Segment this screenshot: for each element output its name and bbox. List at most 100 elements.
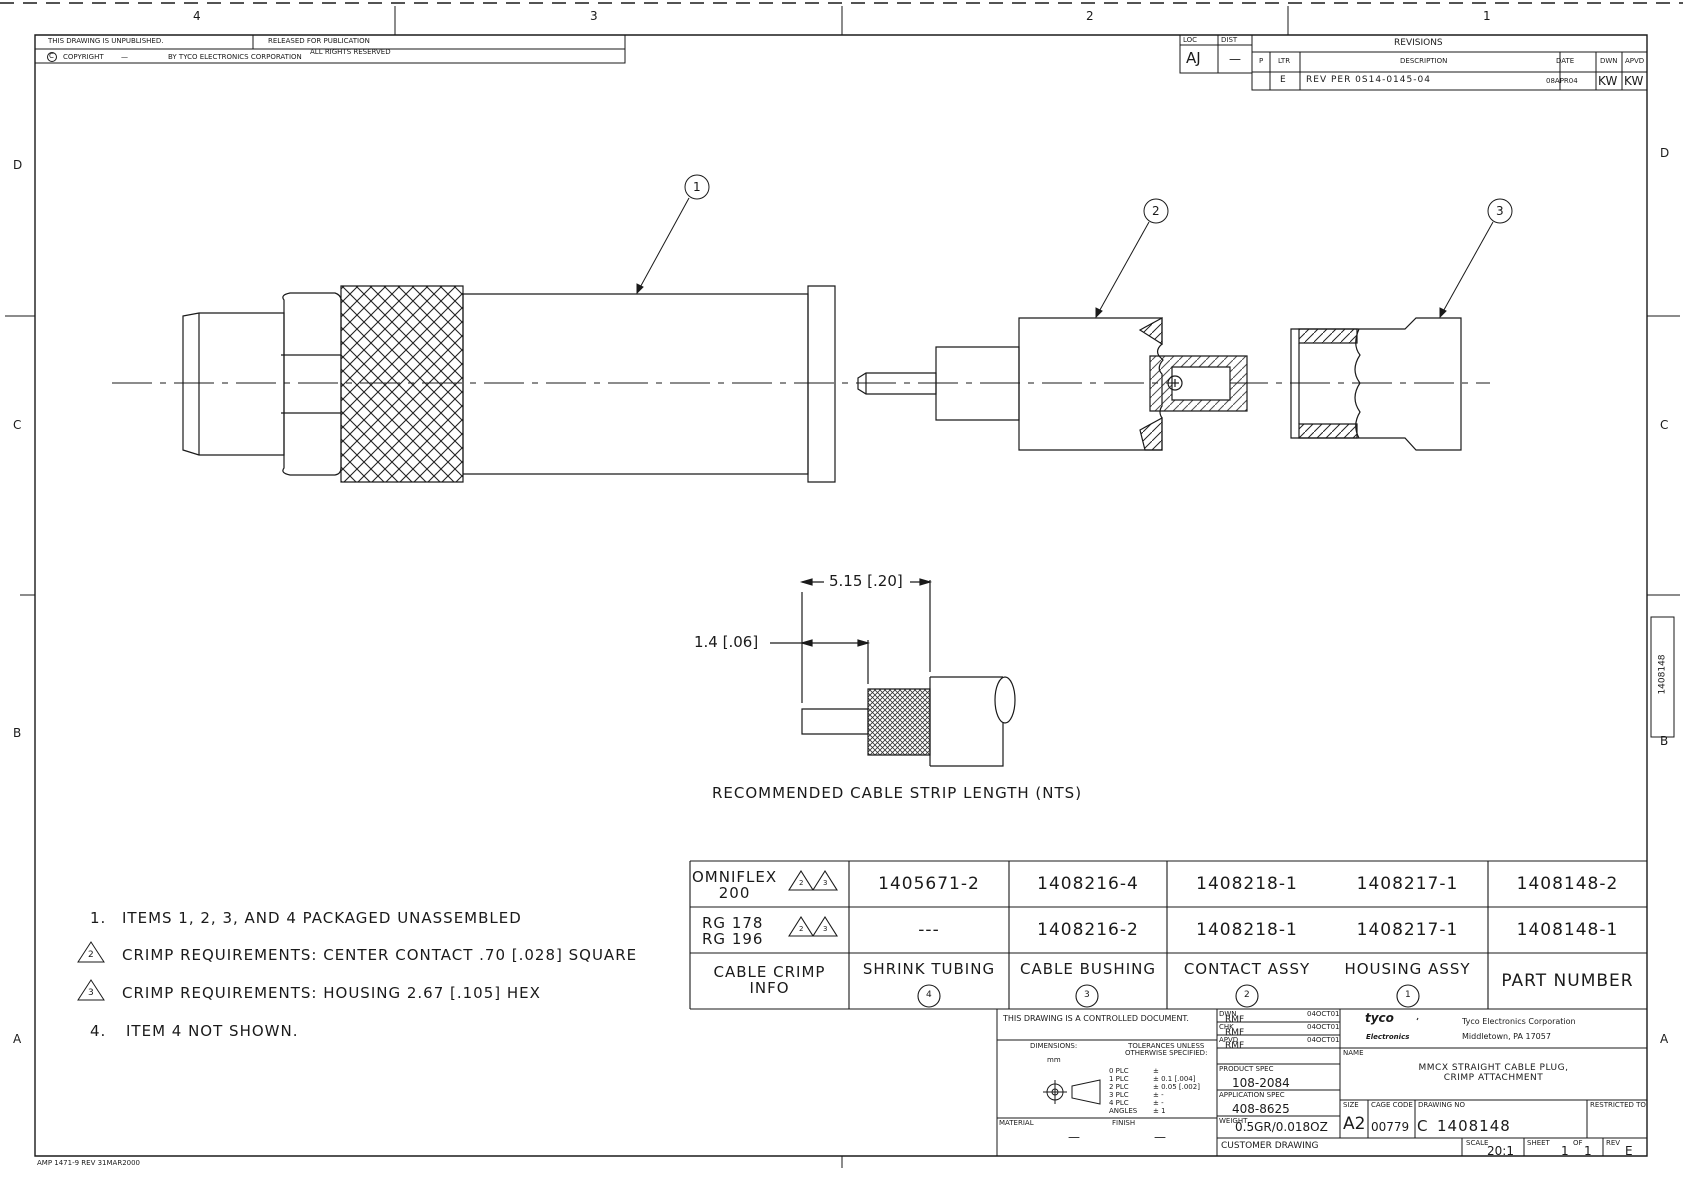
balloon-2: 2 (1152, 204, 1160, 218)
copyright-year: — (121, 53, 128, 61)
unpublished-note: THIS DRAWING IS UNPUBLISHED. (48, 37, 164, 45)
zone-a-right: A (1660, 1032, 1669, 1046)
row2-flag-2: 2 (799, 925, 804, 933)
item-1-plug-body (183, 286, 835, 482)
header-cable-bushing: CABLE BUSHING (1020, 959, 1156, 978)
row1-cable: OMNIFLEX 200 (692, 867, 778, 902)
strip-caption: RECOMMENDED CABLE STRIP LENGTH (NTS) (712, 784, 1083, 802)
rev-header-p: P (1259, 57, 1264, 65)
header-balloon-3: 3 (1084, 990, 1090, 1000)
weight-label: WEIGHT (1219, 1117, 1248, 1125)
sheet-value: 1 (1561, 1144, 1569, 1158)
copyright-owner: BY TYCO ELECTRONICS CORPORATION (168, 53, 302, 61)
header-balloon-1: 1 (1405, 990, 1411, 1000)
row2-flag-3: 3 (823, 925, 828, 933)
note-4-number: 4. (90, 1022, 107, 1040)
controlled-document: THIS DRAWING IS A CONTROLLED DOCUMENT. (1003, 1014, 1189, 1023)
rev-header-desc: DESCRIPTION (1400, 57, 1448, 65)
size-label: SIZE (1343, 1101, 1359, 1109)
revisions-frame (1252, 35, 1647, 90)
rev-row-dwn: KW (1598, 74, 1618, 88)
form-footer: AMP 1471-9 REV 31MAR2000 (37, 1159, 141, 1167)
row1-bushing: 1408216-4 (1037, 873, 1139, 894)
dist-label: DIST (1221, 36, 1238, 44)
header-balloon-2: 2 (1244, 990, 1250, 1000)
weight-value: 0.5GR/0.018OZ (1235, 1120, 1328, 1134)
loc-label: LOC (1183, 36, 1198, 44)
rev-label: REV (1606, 1139, 1621, 1147)
sheet-label: SHEET (1527, 1139, 1550, 1147)
application-spec-label: APPLICATION SPEC (1219, 1091, 1285, 1099)
name-label: NAME (1343, 1049, 1364, 1057)
application-spec: 408-8625 (1232, 1102, 1290, 1116)
balloon-1-shape (685, 175, 709, 199)
copyright-symbol: C (49, 52, 54, 60)
company-name: Tyco Electronics Corporation (1462, 1017, 1576, 1026)
chk-name: RMF (1225, 1028, 1245, 1038)
cage-code: 00779 (1371, 1120, 1410, 1134)
released-label: RELEASED FOR PUBLICATION (268, 37, 370, 45)
dist-value: — (1229, 52, 1241, 66)
apvd-date: 04OCT01 (1307, 1036, 1340, 1044)
note-2-text: CRIMP REQUIREMENTS: CENTER CONTACT .70 [… (122, 946, 638, 964)
row1-housing: 1408217-1 (1356, 873, 1459, 894)
scale-value: 20:1 (1487, 1144, 1514, 1158)
header-shrink-tubing: SHRINK TUBING (862, 959, 996, 978)
revisions-title: REVISIONS (1394, 38, 1443, 48)
customer-drawing: CUSTOMER DRAWING (1221, 1141, 1319, 1151)
strip-dimension-overall: 5.15 [.20] (829, 572, 903, 590)
note-4-text: ITEM 4 NOT SHOWN. (126, 1022, 299, 1040)
product-spec: 108-2084 (1232, 1076, 1290, 1090)
tyco-logo-sub: Electronics (1366, 1033, 1410, 1041)
strip-dimension-center: 1.4 [.06] (694, 633, 759, 651)
header-contact-assy: CONTACT ASSY (1183, 959, 1311, 978)
zone-b-left: B (13, 726, 22, 740)
rev-header-ltr: LTR (1278, 57, 1291, 65)
row1-flag-3: 3 (823, 879, 828, 887)
scale-label: SCALE (1466, 1139, 1489, 1147)
row1-shrink: 1405671-2 (878, 873, 980, 894)
header-housing-assy: HOUSING ASSY (1344, 959, 1471, 978)
zone-d-right: D (1660, 146, 1670, 160)
side-tab-number: 1408148 (1657, 654, 1668, 695)
rev-row-date: 08APR04 (1546, 77, 1578, 85)
finish-value: — (1154, 1130, 1166, 1144)
row2-contact: 1408218-1 (1196, 919, 1298, 940)
material-label: MATERIAL (999, 1119, 1034, 1127)
zone-a-left: A (13, 1032, 22, 1046)
apvd-name: RMF (1225, 1041, 1245, 1051)
chk-label: CHK (1219, 1023, 1234, 1031)
rev-header-dwn: DWN (1600, 57, 1618, 65)
finish-label: FINISH (1112, 1119, 1136, 1127)
balloon-3: 3 (1496, 204, 1504, 218)
drawing-title: MMCX STRAIGHT CABLE PLUG, CRIMP ATTACHME… (1418, 1063, 1569, 1083)
header-balloon-4: 4 (926, 990, 932, 1000)
dwn-name: RMF (1225, 1015, 1245, 1025)
row2-shrink: --- (918, 919, 940, 940)
rev-header-date: DATE (1556, 57, 1575, 65)
row2-cable: RG 178 RG 196 (702, 913, 764, 948)
zone-4-top: 4 (193, 9, 201, 23)
cable-strip-figure (770, 579, 1015, 766)
title-block-grid (997, 1009, 1647, 1156)
balloon-1: 1 (693, 180, 701, 194)
note-2-flag: 2 (88, 950, 94, 960)
restricted-to: RESTRICTED TO (1590, 1101, 1646, 1109)
drawing-size-prefix: C (1417, 1117, 1428, 1135)
size-value: A2 (1343, 1114, 1366, 1134)
header-part-number: PART NUMBER (1501, 970, 1634, 991)
drawing-no-label: DRAWING NO (1418, 1101, 1465, 1109)
company-city: Middletown, PA 17057 (1462, 1032, 1551, 1041)
material-value: — (1068, 1130, 1080, 1144)
product-spec-label: PRODUCT SPEC (1219, 1065, 1274, 1073)
plc-labels: 0 PLC 1 PLC 2 PLC 3 PLC 4 PLC ANGLES (1109, 1067, 1138, 1116)
zone-b-right: B (1660, 734, 1669, 748)
parts-table-grid (690, 861, 1647, 1009)
header-cable-crimp: CABLE CRIMP INFO (713, 962, 826, 997)
tyco-logo: tyco (1365, 1011, 1394, 1025)
rights-reserved: ALL RIGHTS RESERVED (310, 48, 391, 56)
rev-header-apvd: APVD (1625, 57, 1645, 65)
zone-3-top: 3 (590, 9, 598, 23)
drawing-number: 1408148 (1437, 1117, 1511, 1135)
